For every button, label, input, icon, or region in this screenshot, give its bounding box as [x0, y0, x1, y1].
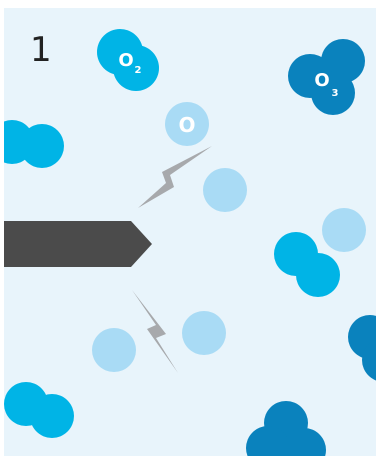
oxygen-atom-icon: [322, 208, 366, 252]
oxygen-molecule-atom: [296, 253, 340, 297]
oxygen-molecule-atom: [30, 394, 74, 438]
ozone-molecule-subscript: 3: [332, 88, 339, 99]
panel-number: 1: [30, 30, 52, 70]
oxygen-molecule-subscript: 2: [135, 65, 142, 76]
oxygen-molecule-atom: [20, 124, 64, 168]
oxygen-molecule-label: O: [118, 50, 133, 71]
oxygen-atom-icon: [182, 311, 226, 355]
oxygen-atom-icon: [92, 328, 136, 372]
oxygen-atom-label: O: [178, 113, 195, 137]
oxygen-atom-icon: O: [165, 102, 209, 146]
oxygen-atom-icon: [203, 168, 247, 212]
electrode-icon: [4, 221, 152, 267]
ozone-molecule-label: O: [314, 70, 329, 91]
